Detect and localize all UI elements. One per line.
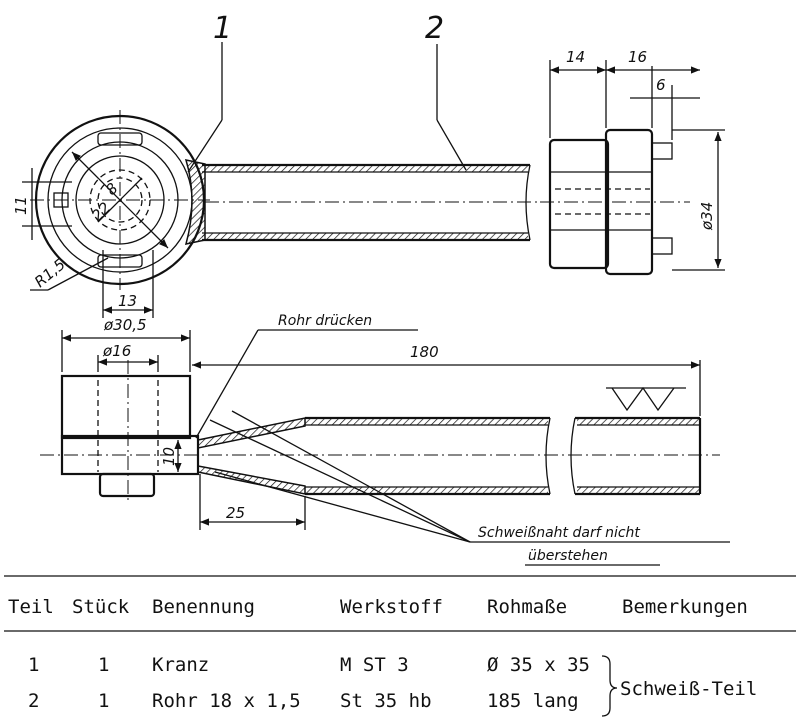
dim-16-dia: ø16 xyxy=(102,342,131,360)
col-header-stueck: Stück xyxy=(72,596,130,618)
dim-13: 13 xyxy=(118,292,137,310)
assembly-side-view xyxy=(40,360,720,500)
cell-stueck: 1 xyxy=(98,690,109,712)
col-header-teil: Teil xyxy=(8,596,54,618)
dim-14: 14 xyxy=(566,48,585,66)
note-rohr-druecken: Rohr drücken xyxy=(278,313,372,329)
dim-16: 16 xyxy=(628,48,647,66)
dim-30-5: ø30,5 xyxy=(103,316,147,334)
ring-side-view: 14 16 6 ø34 xyxy=(540,48,725,276)
col-header-rohmasse: Rohmaße xyxy=(487,596,567,618)
dim-25: 25 xyxy=(226,504,245,522)
col-header-benennung: Benennung xyxy=(152,596,255,618)
part-leaders: 1 2 xyxy=(187,11,467,173)
cell-stueck: 1 xyxy=(98,654,109,676)
note-weld-line1: Schweißnaht darf nicht xyxy=(478,525,640,541)
cell-rohmasse: Ø 35 x 35 xyxy=(487,654,590,676)
cell-remark: Schweiß-Teil xyxy=(620,678,757,700)
cell-werkstoff: M ST 3 xyxy=(340,654,409,676)
brace xyxy=(601,655,618,717)
cell-benennung: Kranz xyxy=(152,654,209,676)
dim-180: 180 xyxy=(410,343,439,361)
tube-top-view xyxy=(202,163,540,242)
part-number-1: 1 xyxy=(213,11,232,46)
annotations: Rohr drücken Schweißnaht darf nicht über… xyxy=(195,313,730,566)
cell-teil: 2 xyxy=(28,690,39,712)
cell-werkstoff: St 35 hb xyxy=(340,690,432,712)
dim-22: 22 xyxy=(88,199,114,225)
dim-6: 6 xyxy=(656,76,666,94)
note-weld-line2: überstehen xyxy=(528,548,608,564)
col-header-werkstoff: Werkstoff xyxy=(340,596,443,618)
table-row: 2 1 Rohr 18 x 1,5 St 35 hb 185 lang xyxy=(28,690,579,712)
cell-benennung: Rohr 18 x 1,5 xyxy=(152,690,301,712)
part-number-2: 2 xyxy=(425,11,444,46)
dim-10: 10 xyxy=(160,447,178,466)
col-header-bemerkungen: Bemerkungen xyxy=(622,596,748,618)
ring-front-view xyxy=(30,110,210,290)
dim-8: 8 xyxy=(102,179,121,198)
cell-rohmasse: 185 lang xyxy=(487,690,579,712)
parts-table: Teil Stück Benennung Werkstoff Rohmaße B… xyxy=(4,575,796,717)
table-row: 1 1 Kranz M ST 3 Ø 35 x 35 xyxy=(28,654,590,676)
dim-34: ø34 xyxy=(698,202,716,231)
assembly-dimensions: ø30,5 ø16 180 10 25 xyxy=(61,316,701,530)
cell-teil: 1 xyxy=(28,654,39,676)
dim-11: 11 xyxy=(12,196,30,215)
